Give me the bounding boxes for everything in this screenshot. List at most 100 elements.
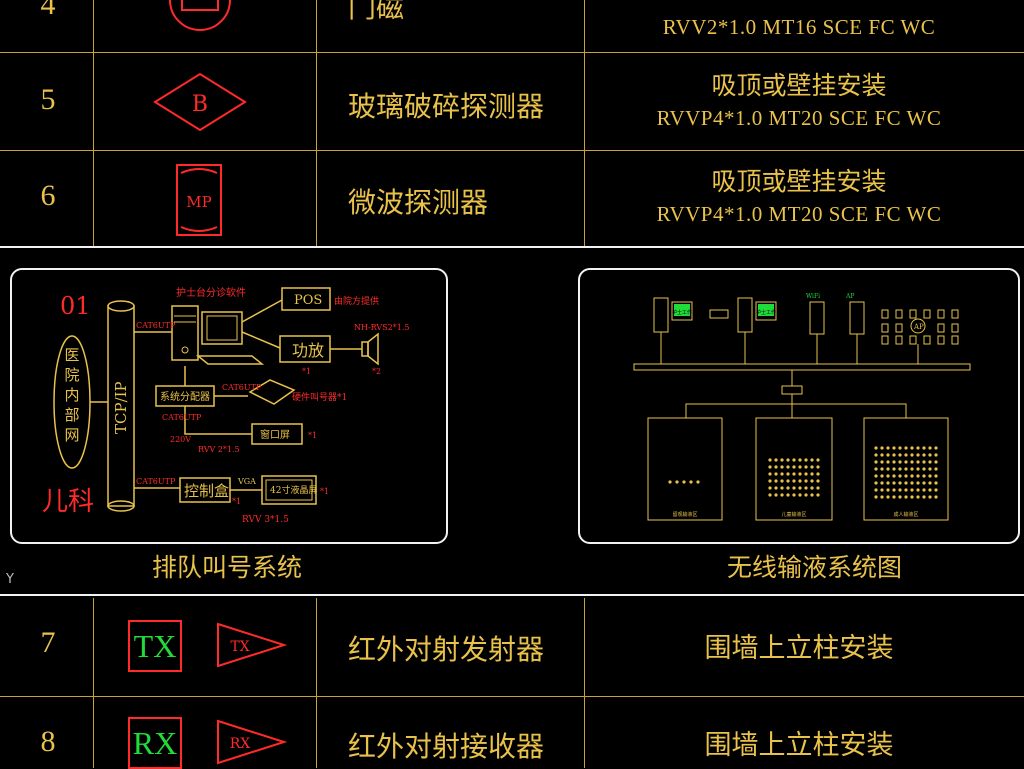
label: 儿童输液区 xyxy=(781,511,806,518)
seat-dot xyxy=(874,446,878,450)
seat-dot xyxy=(898,474,902,478)
seat-dot xyxy=(774,472,778,476)
wireless-infusion-caption: 无线输液系统图 xyxy=(727,553,903,582)
label: *1 xyxy=(232,497,241,506)
col-divider xyxy=(316,598,317,768)
seat-dot xyxy=(816,486,820,490)
ir-transmitter-triangle-symbol: TX xyxy=(217,622,288,668)
install-method: 吸顶或壁挂安装 xyxy=(711,167,887,196)
wireless-infusion-panel: 护士工作站 护士工作站 WiFi AP AP 留观输液区 儿童输液区 成人输液区 xyxy=(578,268,1020,544)
seat-dot xyxy=(886,453,890,457)
seat-dot xyxy=(696,480,700,484)
seat-dot xyxy=(874,488,878,492)
seat-dot xyxy=(780,465,784,469)
device-cable: RVVP4*1.0 MT20 SCE FC WC xyxy=(656,202,942,226)
section-divider xyxy=(0,246,1024,248)
seat-dot xyxy=(774,479,778,483)
seat-dot xyxy=(880,481,884,485)
seat-dot xyxy=(804,493,808,497)
label: 护士台分诊软件 xyxy=(176,286,246,299)
network-char: 医 xyxy=(64,346,79,364)
seat-dot xyxy=(916,488,920,492)
seat-dot xyxy=(922,453,926,457)
col-divider xyxy=(584,598,585,768)
seat-dot xyxy=(874,495,878,499)
seat-dot xyxy=(804,486,808,490)
seat-dot xyxy=(904,481,908,485)
seat-dot xyxy=(910,481,914,485)
seat-dot xyxy=(810,472,814,476)
seat-dot xyxy=(904,488,908,492)
table-row: 8 RX RX 红外对射接收器 围墙上立柱安装 xyxy=(0,696,1024,769)
seat-dot xyxy=(916,474,920,478)
seat-dot xyxy=(874,453,878,457)
seat-dot xyxy=(916,453,920,457)
seat-dot xyxy=(910,446,914,450)
seat-dot xyxy=(798,472,802,476)
seat-dot xyxy=(922,467,926,471)
seat-dot xyxy=(798,486,802,490)
row-number: 6 xyxy=(40,179,56,212)
seat-dot xyxy=(682,480,686,484)
seat-dot xyxy=(880,467,884,471)
seat-dot xyxy=(786,472,790,476)
seat-dot xyxy=(810,493,814,497)
label: 220V xyxy=(170,435,191,444)
seat-dot xyxy=(874,481,878,485)
seat-dot xyxy=(816,458,820,462)
seat-dot xyxy=(786,493,790,497)
col-divider xyxy=(93,598,94,768)
seat-dot xyxy=(780,493,784,497)
bottom-table: 7 TX TX 红外对射发射器 围墙上立柱安装 8 RX RX 红外对射接收器 … xyxy=(0,598,1024,769)
dept-name: 儿科 xyxy=(42,487,94,517)
seat-dot xyxy=(880,453,884,457)
seat-dot xyxy=(874,460,878,464)
seat-dot xyxy=(922,481,926,485)
label: 控制盒 xyxy=(184,482,229,500)
row-number: 4 xyxy=(40,0,56,21)
seat-dot xyxy=(768,465,772,469)
seat-dot xyxy=(922,460,926,464)
seat-dot xyxy=(786,486,790,490)
label: 护士工作站 xyxy=(756,309,781,316)
device-name: 玻璃破碎探测器 xyxy=(348,90,545,123)
seat-dot xyxy=(786,465,790,469)
seat-dot xyxy=(892,446,896,450)
queue-system-caption: 排队叫号系统 xyxy=(152,553,303,582)
seat-dot xyxy=(910,495,914,499)
queue-system-diagram: 01 儿科 医 院 内 部 网 TCP/IP 护士台分诊软件 POS 由院方提供… xyxy=(42,286,410,525)
seat-dot xyxy=(774,493,778,497)
seat-dot xyxy=(886,467,890,471)
seat-dot xyxy=(892,481,896,485)
seat-dot xyxy=(910,474,914,478)
install-method: 吸顶或壁挂安装 xyxy=(711,71,887,100)
seat-dot xyxy=(904,460,908,464)
seat-dot xyxy=(898,460,902,464)
label: CAT6UTP xyxy=(136,321,176,330)
device-name: 红外对射发射器 xyxy=(348,633,545,666)
seat-dot xyxy=(798,493,802,497)
seat-dot xyxy=(904,446,908,450)
seat-dot xyxy=(768,486,772,490)
table-row: 6 MP 微波探测器 吸顶或壁挂安装 RVVP4*1.0 MT20 SCE FC… xyxy=(0,150,1024,247)
seat-dot xyxy=(786,479,790,483)
device-name: 门磁 xyxy=(348,0,405,24)
seat-dot xyxy=(922,474,926,478)
seat-dot xyxy=(928,467,932,471)
label: CAT6UTP xyxy=(136,477,176,486)
seat-dot xyxy=(904,453,908,457)
network-char: 网 xyxy=(64,426,79,444)
seat-dot xyxy=(892,467,896,471)
label: POS xyxy=(294,293,322,308)
seat-dot xyxy=(810,479,814,483)
seat-dot xyxy=(689,480,693,484)
seat-dot xyxy=(916,495,920,499)
seat-dot xyxy=(898,488,902,492)
seat-dot xyxy=(934,474,938,478)
seat-dot xyxy=(934,446,938,450)
seat-dot xyxy=(898,446,902,450)
seat-dot xyxy=(886,488,890,492)
label: 功放 xyxy=(292,341,324,360)
seat-dot xyxy=(774,486,778,490)
seat-dot xyxy=(886,460,890,464)
